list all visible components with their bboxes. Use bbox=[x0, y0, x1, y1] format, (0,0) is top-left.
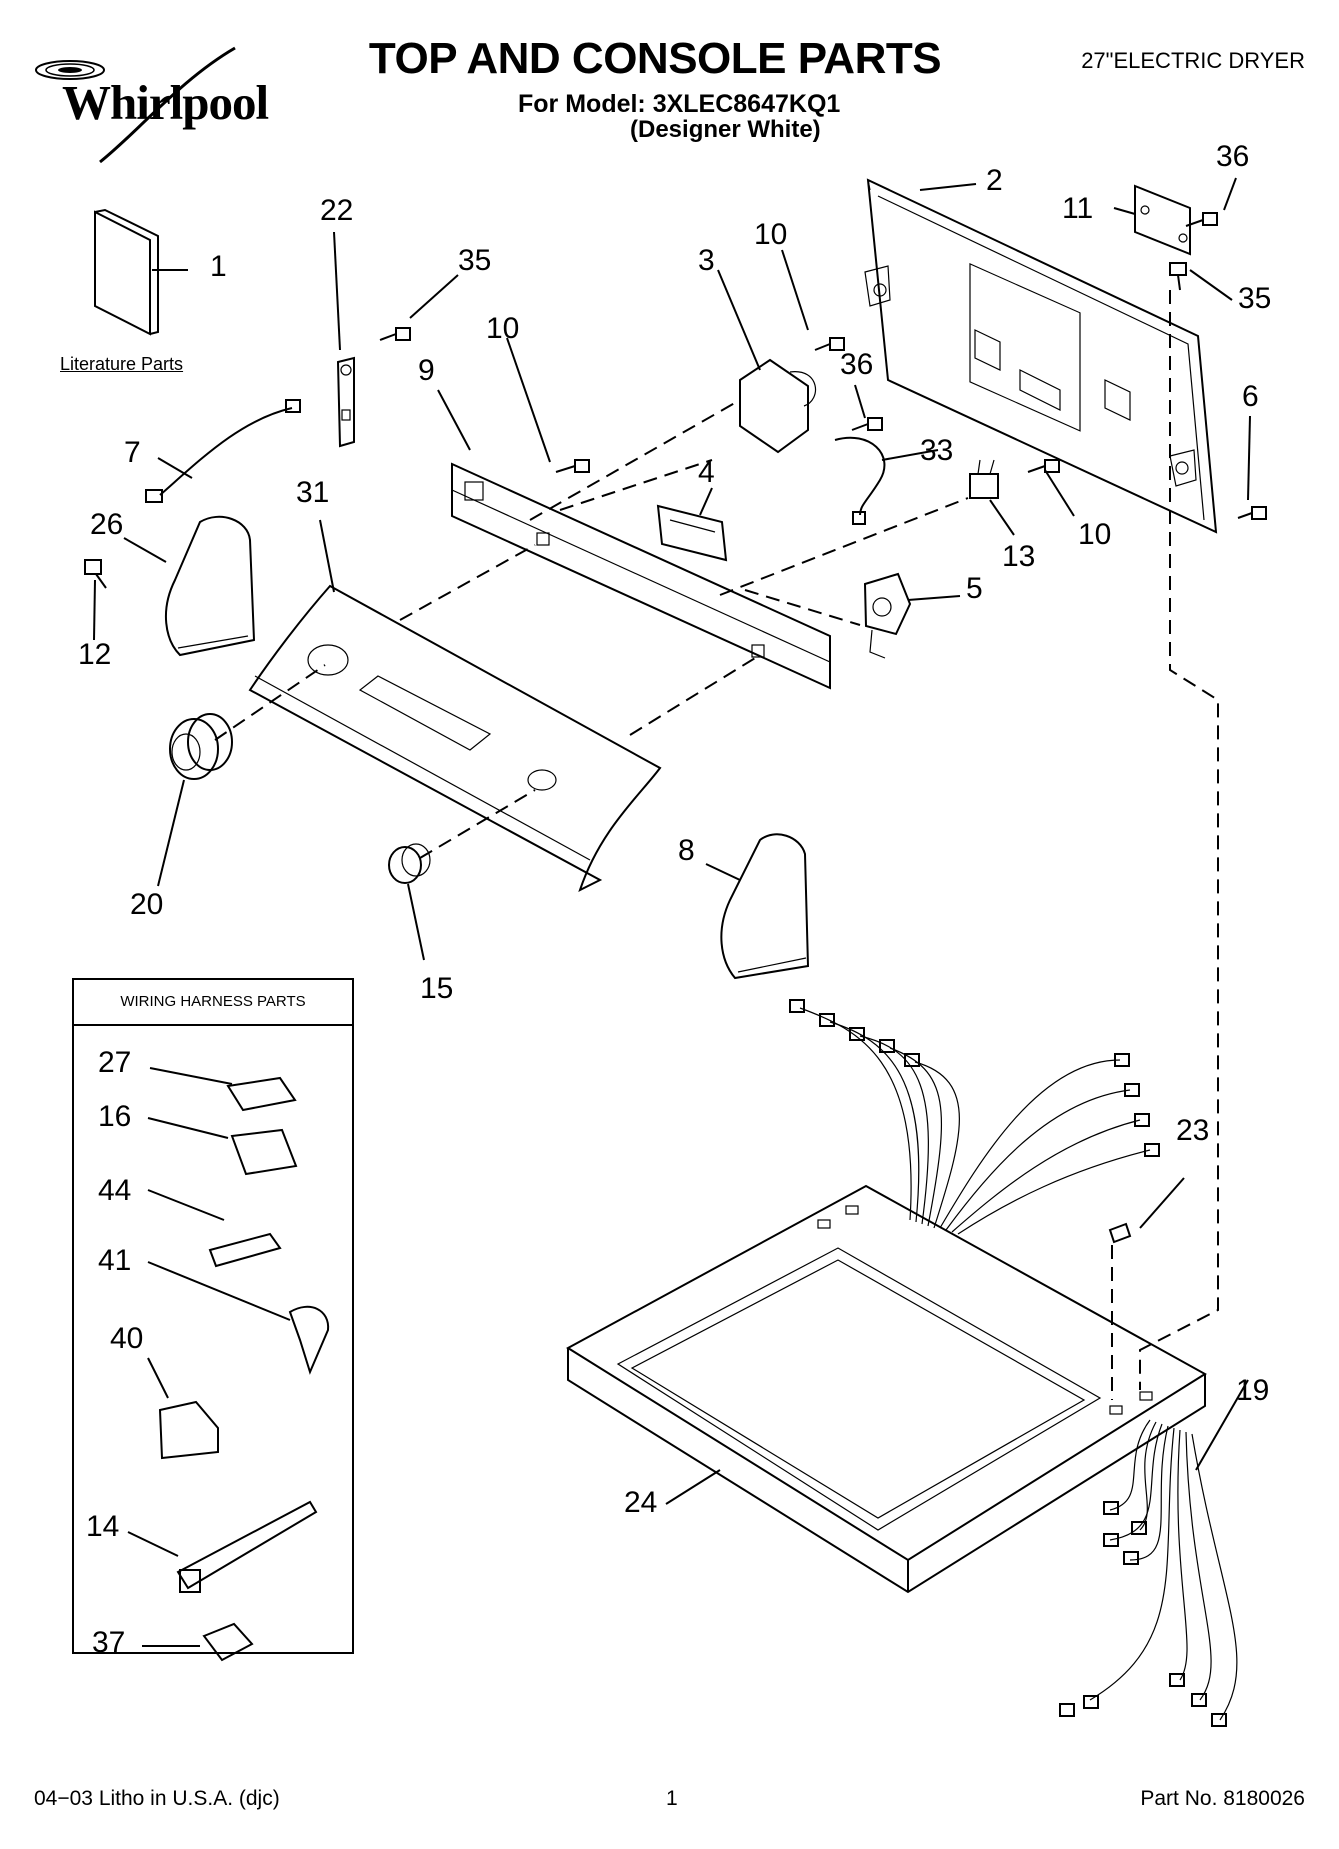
wiring-harness-box-title: WIRING HARNESS PARTS bbox=[72, 978, 354, 1026]
callout-36-top: 36 bbox=[1216, 140, 1250, 173]
callout-5: 5 bbox=[966, 572, 983, 605]
thermostat-bracket bbox=[336, 356, 355, 448]
callout-36-mid: 36 bbox=[840, 348, 874, 381]
literature-booklet bbox=[94, 208, 159, 336]
callout-20: 20 bbox=[130, 888, 164, 921]
footer-part-number: Part No. 8180026 bbox=[1140, 1787, 1305, 1810]
callout-37: 37 bbox=[92, 1626, 126, 1659]
callout-4: 4 bbox=[698, 456, 715, 489]
brand-name: Whirlpool bbox=[62, 75, 269, 130]
timer-knob bbox=[169, 713, 233, 780]
lower-wiring-harness bbox=[1059, 1419, 1238, 1727]
callout-22: 22 bbox=[320, 194, 354, 227]
electronic-board-bracket bbox=[1134, 184, 1191, 256]
right-end-cap bbox=[720, 833, 810, 980]
callout-14: 14 bbox=[86, 1510, 120, 1543]
whirlpool-logo bbox=[30, 40, 290, 170]
callout-24: 24 bbox=[624, 1486, 658, 1519]
footer-page-number: 1 bbox=[666, 1787, 678, 1810]
callout-16: 16 bbox=[98, 1100, 132, 1133]
callout-13: 13 bbox=[1002, 540, 1036, 573]
push-button-knob bbox=[388, 843, 431, 884]
page-title: TOP AND CONSOLE PARTS bbox=[368, 34, 942, 83]
product-type: 27"ELECTRIC DRYER bbox=[1081, 48, 1305, 73]
finish-line: (Designer White) bbox=[630, 116, 821, 143]
screw-35-right bbox=[1169, 262, 1187, 291]
screw-36-top bbox=[1185, 212, 1218, 227]
callout-9: 9 bbox=[418, 354, 435, 387]
dryer-top-panel bbox=[566, 1184, 1207, 1594]
callout-26: 26 bbox=[90, 508, 124, 541]
screw-35-left bbox=[379, 327, 411, 341]
callout-33: 33 bbox=[920, 434, 954, 467]
literature-parts-label: Literature Parts bbox=[60, 354, 184, 374]
callout-7: 7 bbox=[124, 436, 141, 469]
push-to-start-switch bbox=[656, 504, 728, 562]
logo-swirl-icon bbox=[35, 46, 236, 164]
callout-41: 41 bbox=[98, 1244, 132, 1277]
console-bracket bbox=[451, 462, 831, 690]
callout-10-top: 10 bbox=[754, 218, 788, 251]
relay-switch bbox=[969, 459, 999, 499]
assembly-lines bbox=[214, 290, 1219, 1400]
callout-40: 40 bbox=[110, 1322, 144, 1355]
callout-31: 31 bbox=[296, 476, 330, 509]
callout-2: 2 bbox=[986, 164, 1003, 197]
rear-console-panel bbox=[864, 178, 1218, 534]
leader-lines bbox=[93, 177, 1251, 1647]
callout-19: 19 bbox=[1236, 1374, 1270, 1407]
screw-10-left bbox=[555, 459, 590, 473]
screw-10-top bbox=[814, 337, 845, 351]
callout-23: 23 bbox=[1176, 1114, 1210, 1147]
footer-litho: 04−03 Litho in U.S.A. (djc) bbox=[34, 1787, 280, 1810]
callout-44: 44 bbox=[98, 1174, 132, 1207]
screw-36-mid bbox=[851, 417, 883, 431]
screw-6 bbox=[1237, 506, 1267, 520]
wiring-harness-parts-box bbox=[72, 978, 354, 1654]
callout-6: 6 bbox=[1242, 380, 1259, 413]
left-end-cap bbox=[164, 515, 256, 657]
callout-12: 12 bbox=[78, 638, 112, 671]
callout-11: 11 bbox=[1062, 192, 1094, 225]
callout-27: 27 bbox=[98, 1046, 132, 1079]
screw-10-mid bbox=[1027, 459, 1060, 473]
callout-3: 3 bbox=[698, 244, 715, 277]
model-line: For Model: 3XLEC8647KQ1 bbox=[518, 90, 841, 118]
harness-clip-23 bbox=[1108, 1222, 1132, 1244]
wire-harness-jumper bbox=[834, 436, 886, 525]
callout-15: 15 bbox=[420, 972, 454, 1005]
callout-8: 8 bbox=[678, 834, 695, 867]
callout-35-left: 35 bbox=[458, 244, 492, 277]
console-panel bbox=[248, 584, 662, 892]
main-wiring-harness bbox=[789, 999, 1160, 1235]
callout-1: 1 bbox=[210, 250, 227, 283]
callout-10-left: 10 bbox=[486, 312, 520, 345]
callout-10-mid: 10 bbox=[1078, 518, 1112, 551]
wire-jumper-7 bbox=[145, 399, 301, 503]
timer-switch bbox=[739, 358, 817, 454]
screw-12 bbox=[84, 559, 107, 589]
end-of-cycle-signal bbox=[863, 572, 912, 659]
callout-35-right: 35 bbox=[1238, 282, 1272, 315]
